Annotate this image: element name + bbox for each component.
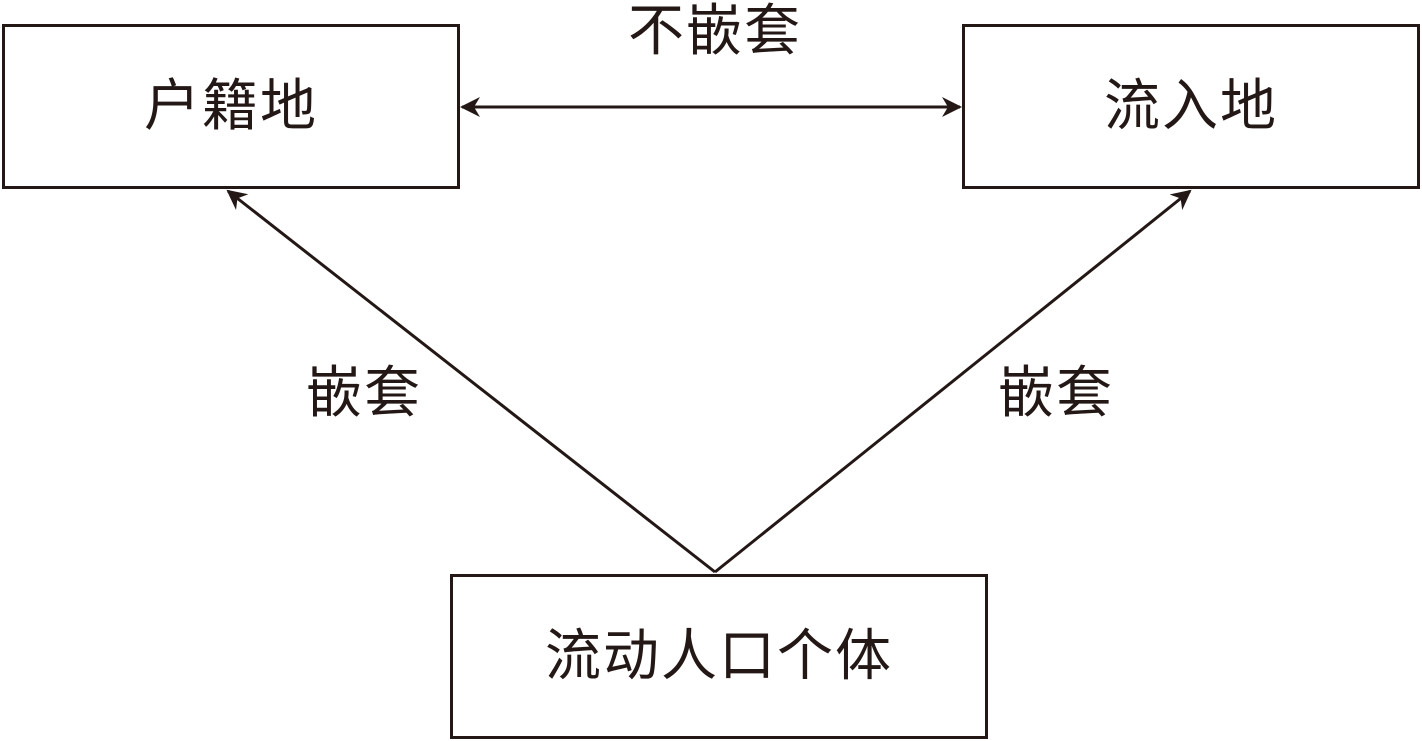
node-individual: 流动人口个体 <box>450 574 988 739</box>
node-inflow: 流入地 <box>962 24 1420 189</box>
node-hukou: 户籍地 <box>2 24 460 189</box>
edge-individual-inflow-label: 嵌套 <box>998 361 1114 426</box>
node-individual-label: 流动人口个体 <box>545 623 893 689</box>
node-inflow-label: 流入地 <box>1104 73 1278 139</box>
edge-individual-hukou-arrow <box>226 189 716 574</box>
edge-individual-inflow-arrow <box>714 189 1192 574</box>
edge-hukou-inflow-label: 不嵌套 <box>628 0 802 64</box>
node-hukou-label: 户籍地 <box>144 73 318 139</box>
edge-individual-hukou-label: 嵌套 <box>306 361 422 426</box>
